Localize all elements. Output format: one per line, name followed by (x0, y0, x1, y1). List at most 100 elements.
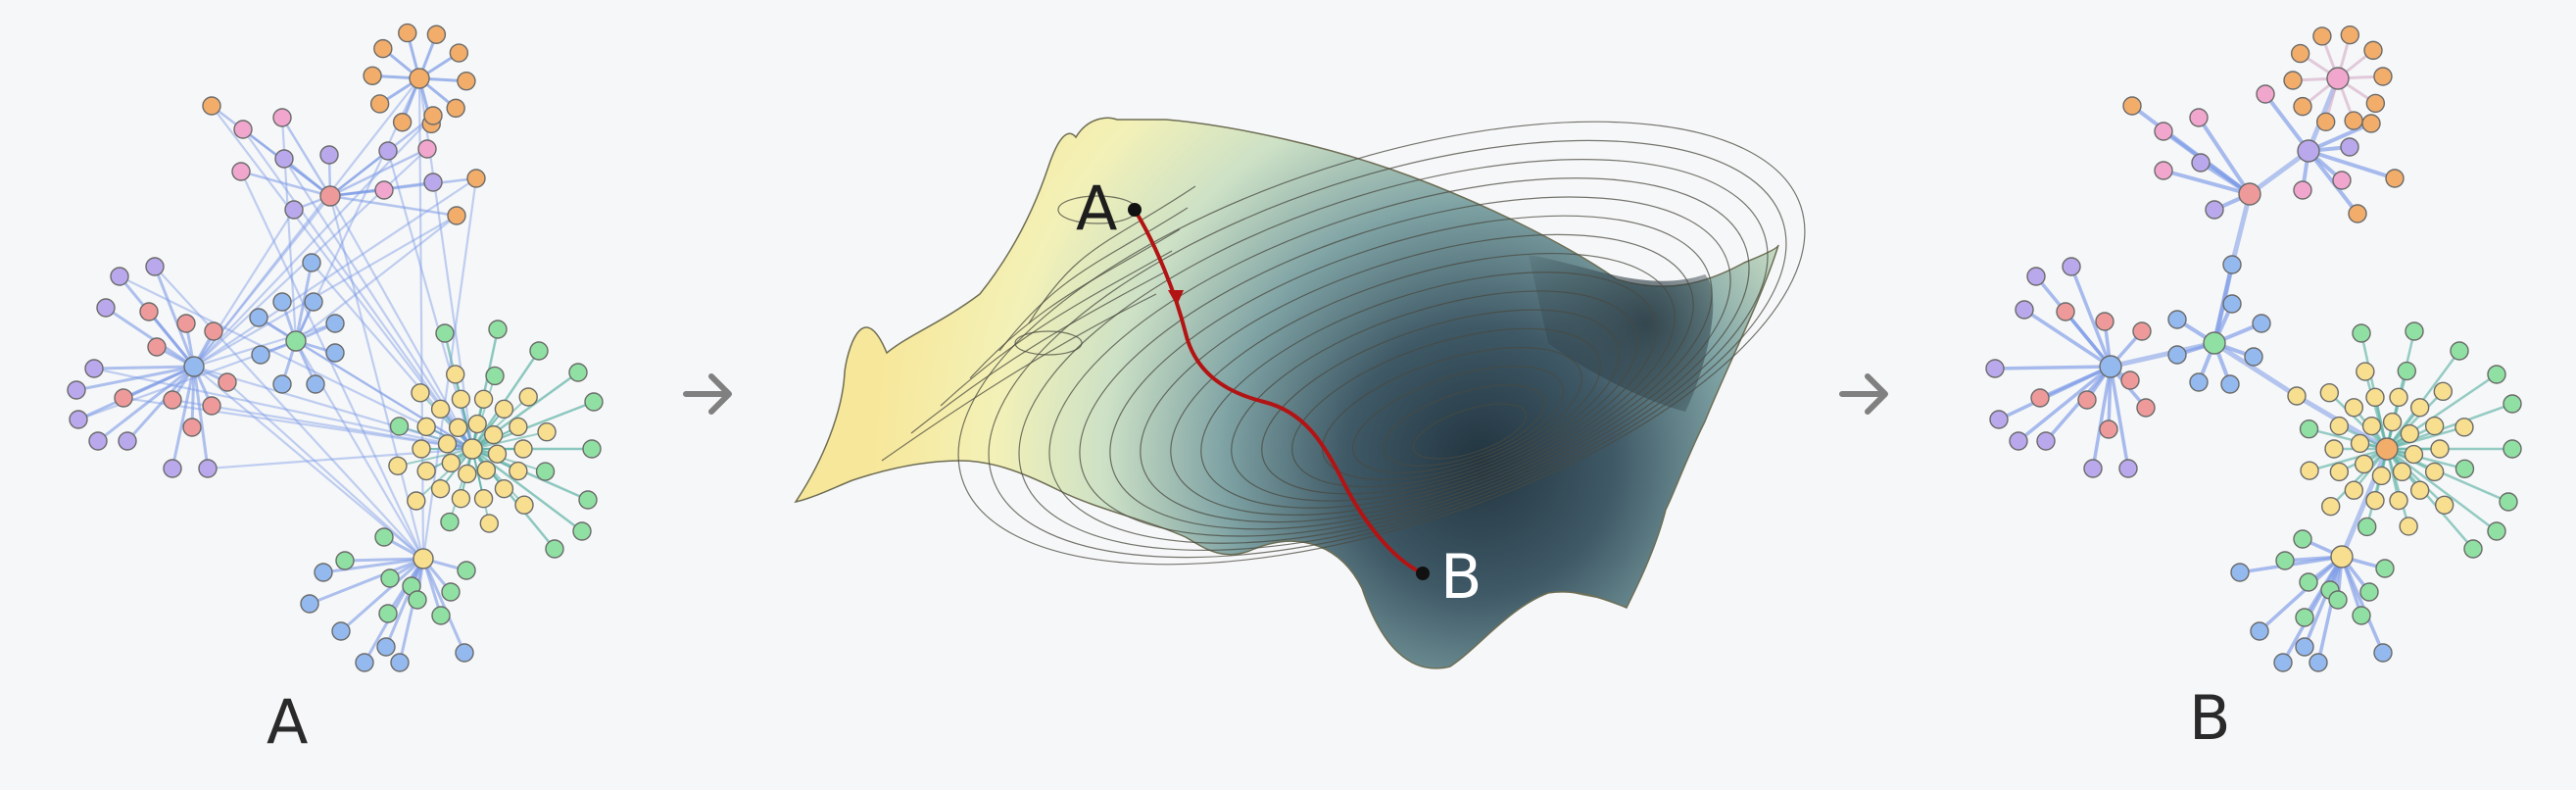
network-node (147, 337, 167, 357)
network-node (2454, 418, 2474, 437)
network-edge (399, 424, 473, 450)
network-node (1985, 359, 2005, 378)
network-edge (2281, 556, 2344, 664)
network-node (494, 478, 514, 499)
network-node (2340, 137, 2359, 157)
network-node (2205, 200, 2224, 220)
network-node (2295, 608, 2314, 627)
network-node (306, 374, 325, 394)
network-node (416, 417, 436, 437)
network-node (2250, 621, 2269, 641)
network-node (2463, 539, 2483, 559)
network-node (380, 568, 400, 588)
network-edge (471, 448, 546, 473)
network-node (110, 267, 129, 286)
network-node (163, 390, 182, 410)
network-node (88, 431, 108, 451)
network-node (2356, 362, 2375, 381)
network-node (2392, 462, 2412, 482)
network-node (2375, 559, 2395, 578)
network-node (1989, 410, 2009, 429)
contour-line (1048, 177, 1750, 544)
network-node (529, 341, 549, 361)
network-node (2365, 93, 2386, 114)
network-node (2350, 433, 2370, 454)
network-node (390, 653, 410, 672)
network-node (2359, 582, 2379, 602)
network-edge (242, 128, 473, 450)
network-node (518, 387, 538, 407)
network-node (251, 345, 270, 365)
tree-network-B (1985, 25, 2522, 672)
network-node (2352, 323, 2371, 343)
network-node (2329, 462, 2350, 482)
contour-line (1140, 233, 1694, 523)
network-node (2293, 96, 2312, 117)
contour-line (1322, 346, 1582, 481)
network-edge (122, 396, 473, 451)
network-node (449, 43, 469, 63)
contour-line (1382, 384, 1546, 467)
network-node (2405, 321, 2424, 341)
network-edge (311, 262, 473, 450)
network-edge (2091, 366, 2113, 469)
network-edge (471, 448, 491, 524)
network-node (423, 173, 443, 192)
network-node (139, 302, 159, 321)
network-hub-node (183, 356, 205, 377)
network-hub-node (2297, 139, 2320, 163)
network-node (479, 514, 499, 533)
energy-landscape-surface (794, 117, 1806, 669)
network-node (2118, 459, 2138, 478)
network-node (412, 439, 431, 459)
arrow-right-icon (1839, 373, 1888, 415)
contour-line (969, 228, 1181, 379)
network-node (417, 139, 437, 159)
network-node (376, 637, 396, 657)
network-edge (193, 215, 458, 368)
network-hub-node (2203, 331, 2226, 355)
network-node (2365, 387, 2385, 408)
network-edge (2316, 556, 2344, 664)
network-node (509, 461, 528, 481)
network-node (473, 389, 494, 410)
network-node (2222, 294, 2242, 314)
network-node (2036, 431, 2056, 451)
network-node (378, 604, 398, 623)
network-hub-node (462, 438, 483, 460)
network-node (2365, 490, 2385, 511)
network-node (430, 399, 451, 420)
contour-line (1170, 252, 1676, 517)
start-point-A (1128, 203, 1142, 217)
network-edge (419, 392, 473, 450)
network-edge (2386, 447, 2465, 470)
network-node (2400, 423, 2420, 444)
network-node (2382, 412, 2403, 432)
network-edge (2386, 448, 2498, 532)
network-edge (322, 557, 424, 574)
network-node (2373, 643, 2393, 663)
network-node (430, 478, 451, 499)
network-node (2293, 529, 2312, 549)
network-node (446, 98, 465, 119)
network-node (2095, 312, 2114, 331)
network-node (67, 380, 86, 400)
network-node (2122, 96, 2142, 116)
network-node (2283, 71, 2303, 90)
network-node (272, 108, 292, 127)
network-node (2287, 386, 2307, 406)
contour-line (1028, 185, 1196, 324)
network-hub-node (2099, 355, 2122, 378)
network-node (2371, 466, 2392, 486)
network-edge (2229, 193, 2253, 266)
network-edge (421, 558, 466, 654)
contour-line (910, 272, 1165, 434)
network-node (2361, 114, 2381, 133)
network-node (578, 490, 598, 510)
network-node (389, 417, 410, 436)
network-node (2132, 321, 2152, 341)
network-edge (153, 266, 196, 368)
network-node (2321, 496, 2341, 517)
network-node (114, 388, 133, 408)
